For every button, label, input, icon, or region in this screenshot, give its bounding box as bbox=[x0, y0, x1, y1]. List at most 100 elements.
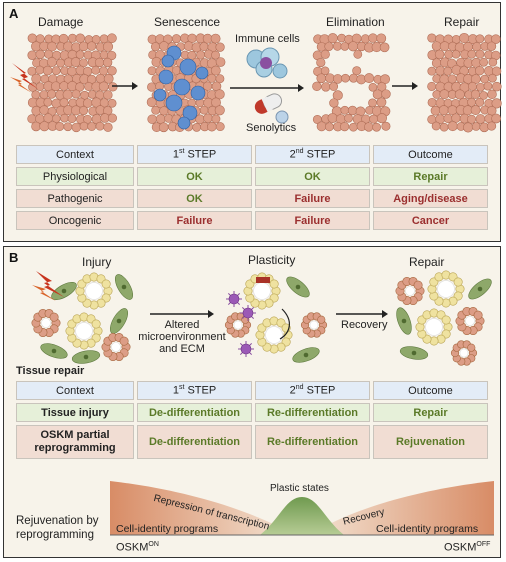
fibroblast-nucleus bbox=[116, 318, 122, 324]
tissue-cell bbox=[434, 49, 445, 60]
tissue-cell bbox=[146, 97, 157, 108]
immune-cells-icon bbox=[246, 47, 288, 79]
oskm-off-text: OSKM bbox=[444, 541, 477, 554]
repaired-tissue bbox=[427, 32, 502, 133]
tissue-cell bbox=[479, 57, 489, 67]
tissue-cell bbox=[344, 113, 353, 123]
tissue-cell bbox=[312, 81, 322, 92]
lumen bbox=[85, 282, 103, 300]
tissue-cell bbox=[39, 105, 49, 115]
tissue-cell bbox=[329, 98, 339, 108]
table-cell: De-differentiation bbox=[137, 425, 252, 459]
injured-tissue bbox=[31, 272, 134, 364]
arrow-icon bbox=[112, 82, 138, 90]
stage-elimination: Elimination bbox=[326, 15, 385, 29]
fibroblast-nucleus bbox=[477, 286, 483, 292]
immune-cell bbox=[242, 307, 254, 319]
tissue-cell bbox=[60, 113, 69, 123]
tissue-cell bbox=[488, 73, 497, 83]
senescent-cell bbox=[182, 105, 198, 121]
tissue-cell bbox=[316, 121, 327, 132]
tissue-cell bbox=[46, 57, 57, 68]
fibroblast-nucleus bbox=[303, 352, 309, 358]
tissue-cell bbox=[94, 57, 105, 68]
tissue-cell bbox=[438, 105, 449, 116]
tissue-cell bbox=[79, 106, 89, 116]
tissue-cell bbox=[203, 113, 213, 123]
tissue-cell bbox=[467, 97, 477, 107]
panel-a-label: A bbox=[9, 6, 19, 21]
tissue-cell bbox=[379, 42, 390, 53]
tissue-cell bbox=[151, 105, 161, 115]
table-row-label: OSKM partial reprogramming bbox=[16, 425, 134, 459]
tissue-cell bbox=[63, 122, 73, 132]
lumen bbox=[75, 322, 93, 340]
tissue-cell bbox=[340, 42, 350, 51]
rosette-cell bbox=[49, 312, 59, 322]
tissue-cell bbox=[78, 41, 89, 52]
panel-b-label: B bbox=[9, 250, 19, 265]
tissue-cell bbox=[158, 122, 169, 133]
lumen bbox=[265, 326, 283, 344]
cell-identity-left: Cell-identity programs bbox=[116, 523, 219, 535]
tissue-cell bbox=[427, 66, 437, 76]
lumen bbox=[111, 342, 121, 352]
fibroblast-nucleus bbox=[121, 284, 127, 290]
tissue-cell bbox=[164, 114, 173, 123]
tissue-cell bbox=[207, 121, 217, 132]
tissue-cell bbox=[347, 105, 358, 116]
lumen bbox=[459, 348, 469, 358]
table-header-cell: 2nd STEP bbox=[255, 381, 370, 400]
immune-cells-label: Immune cells bbox=[235, 33, 300, 45]
table-cell: Repair bbox=[373, 403, 488, 422]
tissue-cell bbox=[59, 97, 69, 108]
tissue-cell bbox=[43, 97, 53, 107]
eliminated-tissue bbox=[312, 33, 391, 132]
arrow-icon bbox=[392, 82, 418, 90]
tissue-cell bbox=[71, 122, 82, 133]
table-cell: De-differentiation bbox=[137, 403, 252, 422]
tissue-cell bbox=[475, 114, 486, 124]
tissue-cell bbox=[83, 114, 92, 124]
table-header-cell: 2nd STEP bbox=[255, 145, 370, 164]
tissue-cell bbox=[147, 114, 157, 124]
table-row-label: Physiological bbox=[16, 167, 134, 186]
table-row-label: Tissue injury bbox=[16, 403, 134, 422]
tissue-cell bbox=[27, 33, 38, 43]
tissue-cell bbox=[349, 73, 359, 83]
tissue-cell bbox=[349, 122, 358, 132]
tissue-cell bbox=[159, 41, 169, 51]
table-cell: Aging/disease bbox=[373, 189, 488, 208]
tissue-cell bbox=[491, 98, 502, 109]
tissue-cell bbox=[487, 89, 497, 100]
stage-plasticity: Plasticity bbox=[248, 253, 296, 267]
tissue-cell bbox=[491, 66, 502, 76]
table-cell: Repair bbox=[373, 167, 488, 186]
tissue-cell bbox=[327, 113, 338, 124]
tissue-cell bbox=[215, 74, 225, 84]
tissue-cell bbox=[42, 65, 53, 76]
arrow1-line2: microenvironment bbox=[138, 331, 226, 343]
tissue-cell bbox=[215, 42, 225, 52]
oskm-on: OSKMON bbox=[116, 541, 159, 554]
damaged-tissue bbox=[27, 33, 118, 133]
tissue-cell bbox=[59, 81, 69, 91]
oskm-off-sup: OFF bbox=[476, 541, 491, 548]
tissue-cell bbox=[368, 33, 378, 43]
tissue-cell bbox=[79, 121, 89, 131]
table-row-label: Oncogenic bbox=[16, 211, 134, 230]
lumen bbox=[405, 286, 415, 296]
table-header-cell: Context bbox=[16, 381, 134, 400]
recovery-label: Recovery bbox=[341, 319, 388, 331]
tissue-cell bbox=[196, 50, 206, 60]
tissue-cell bbox=[381, 89, 391, 99]
tissue-cell bbox=[215, 57, 226, 67]
rosette-cell bbox=[467, 343, 476, 352]
stage-senescence: Senescence bbox=[154, 15, 221, 29]
tissue-cell bbox=[320, 66, 330, 76]
tissue-cell bbox=[459, 32, 470, 44]
rosette-cell bbox=[413, 280, 423, 290]
arrow1-line1: Altered bbox=[164, 319, 200, 331]
tissue-cell bbox=[50, 81, 61, 92]
lumen bbox=[425, 318, 443, 336]
